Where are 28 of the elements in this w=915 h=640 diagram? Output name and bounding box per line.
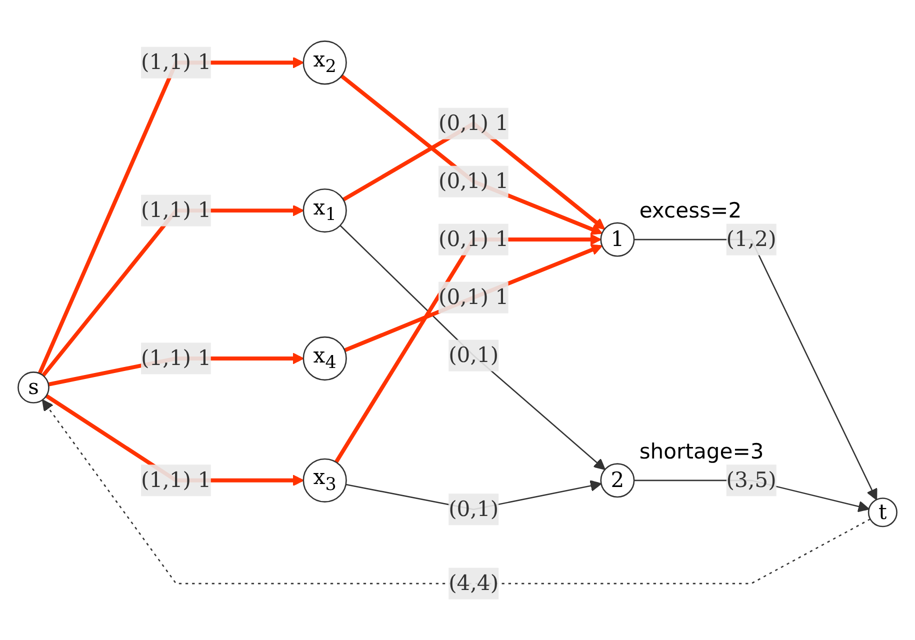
edge-label: (0,1) 1 (438, 110, 509, 136)
edge-label: (1,2) (726, 226, 776, 252)
node-circle: x$_{4}$ (302, 336, 347, 380)
node-circle: x$_{3}$ (302, 458, 347, 502)
edge-label: (1,1) 1 (141, 197, 212, 222)
edge-label: (1,1) 1 (141, 49, 212, 74)
edge-label: (1,1) 1 (141, 466, 212, 492)
arrow (42, 204, 304, 377)
node-note: excess=2 (639, 197, 742, 222)
node-note: shortage=3 (639, 438, 764, 464)
edge-label: (4,4) (448, 570, 499, 596)
node-circle: x$_{1}$ (302, 188, 347, 232)
edge-label: (0,1) 1 (438, 168, 509, 194)
edge-label: (0,1) (448, 496, 499, 521)
arrow (634, 238, 878, 500)
node-circle: x$_{2}$ (302, 40, 347, 84)
edge-label: (0,1) 1 (438, 226, 509, 252)
arrow (38, 56, 304, 374)
edge-label: (0,1) 1 (438, 284, 509, 310)
node-circle: 1 (600, 222, 635, 257)
edge-label: (3,5) (726, 466, 776, 492)
arrow (340, 74, 603, 235)
arrow (344, 244, 603, 352)
node-circle: t (868, 497, 898, 527)
edge-label: (0,1) (448, 342, 499, 368)
node-circle: s (18, 371, 50, 404)
edge-label: (1,1) 1 (141, 345, 212, 370)
node-circle: 2 (600, 462, 635, 498)
